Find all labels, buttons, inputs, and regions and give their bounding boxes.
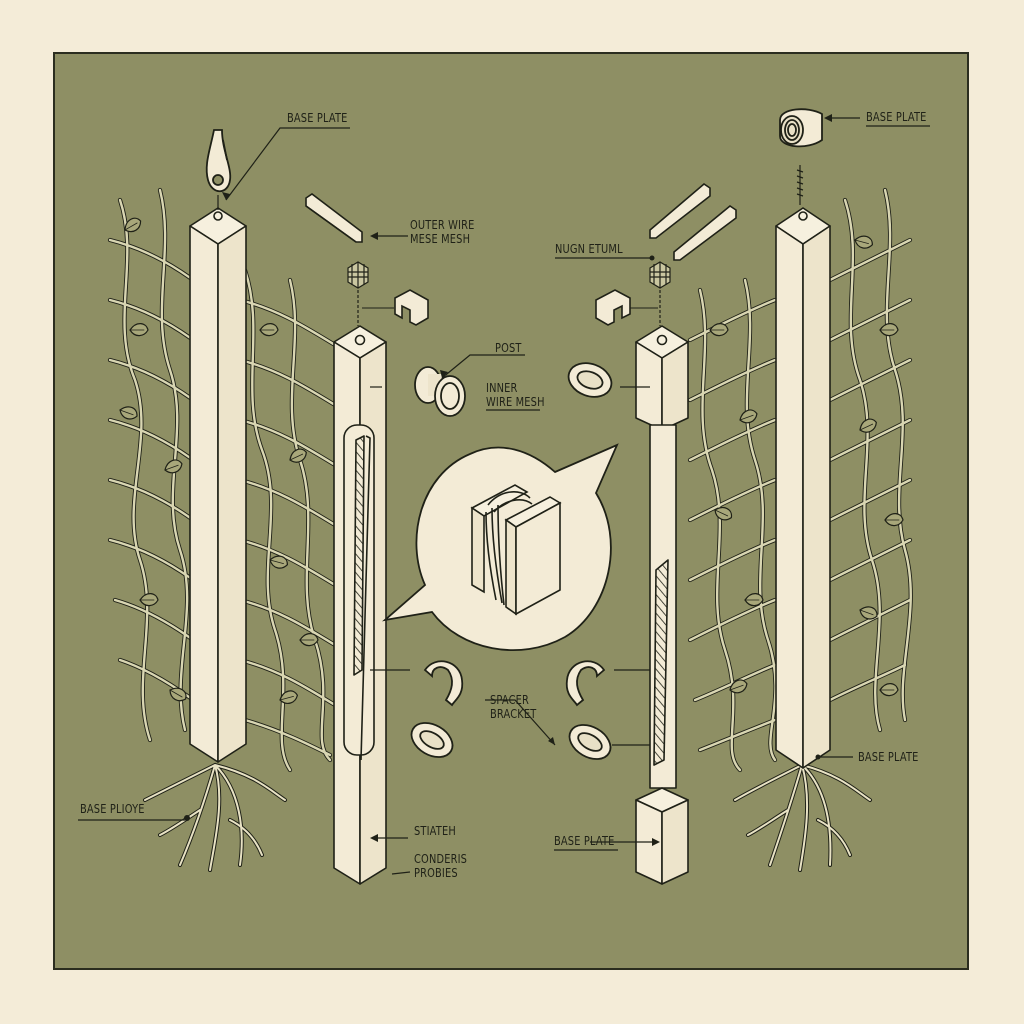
- threaded-cap: [779, 108, 823, 148]
- label-base-plate-right: BASE PLATE: [858, 750, 919, 764]
- right-root-system: [733, 763, 872, 872]
- left-outer-post: [189, 207, 247, 763]
- mesh-cube-right: [649, 261, 671, 289]
- label-nugn-etuml: NUGN ETUML: [555, 242, 623, 256]
- label-base-plate-bottom-center: BASE PLATE: [554, 834, 615, 848]
- c-clip-right: [565, 660, 606, 707]
- label-base-ploye: BASE PLIOYE: [80, 802, 145, 816]
- right-vine-trellis: [687, 187, 913, 773]
- right-inner-post: [635, 325, 689, 885]
- u-bracket-right: [595, 289, 631, 326]
- threaded-rod: [796, 165, 804, 205]
- right-outer-post: [775, 207, 831, 769]
- leader-arrowheads: [184, 114, 832, 846]
- label-base-plate-top-right: BASE PLATE: [866, 110, 927, 124]
- label-inner-wire-mesh: INNER WIRE MESH: [486, 381, 545, 409]
- left-inner-post: [333, 325, 387, 885]
- oval-clamp-lower-left: [410, 722, 454, 758]
- label-underlines: [486, 125, 930, 851]
- label-post: POST: [495, 341, 522, 355]
- c-clip-left: [423, 660, 464, 707]
- label-base-plate-top-left: BASE PLATE: [287, 111, 348, 125]
- hook-fastener: [205, 129, 232, 193]
- center-callout-bubble: [382, 443, 619, 651]
- label-conderis-probies: CONDERIS PROBIES: [414, 852, 468, 880]
- label-spacer-bracket: SPACER BRACKET: [490, 693, 537, 721]
- left-vine-trellis: [107, 187, 338, 773]
- double-flange-spool: [414, 366, 466, 417]
- mesh-cube-left: [347, 261, 369, 289]
- label-stiateh: STIATEH: [414, 824, 456, 838]
- u-bracket-left: [394, 289, 429, 326]
- rail-bracket-right: [649, 182, 737, 261]
- rail-bracket-left: [305, 193, 363, 243]
- label-outer-wire-mesh: OUTER WIRE MESE MESH: [410, 218, 475, 246]
- folded-mesh-module: [470, 484, 562, 616]
- oval-clamp-upper: [567, 362, 613, 398]
- oval-clamp-lower-right: [568, 724, 612, 760]
- left-root-system: [143, 763, 287, 872]
